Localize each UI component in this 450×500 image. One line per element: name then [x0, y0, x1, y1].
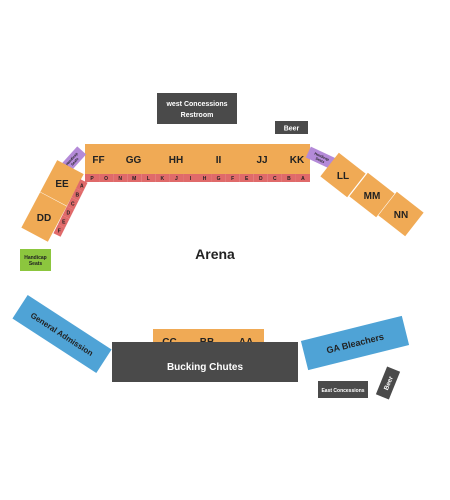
ada-right-label-1: Handicap: [314, 151, 330, 161]
section-JJ-label: JJ: [256, 155, 267, 166]
top-row-D[interactable]: D: [253, 174, 268, 182]
section-DD-label: DD: [37, 213, 51, 224]
section-LL[interactable]: LL: [320, 152, 366, 198]
west-concessions-restroom[interactable]: west Concessions Restroom: [157, 93, 237, 124]
left-row-E-label: E: [62, 219, 66, 225]
beer-top-label: Beer: [284, 126, 300, 133]
section-DD[interactable]: DD: [21, 192, 67, 242]
section-GG[interactable]: GG: [112, 144, 155, 174]
left-row-F[interactable]: F: [53, 224, 66, 237]
east-concessions-label: East Concessions: [321, 388, 364, 394]
top-row-N-label: N: [118, 176, 122, 182]
top-row-C-label: C: [273, 176, 277, 182]
left-row-D[interactable]: D: [62, 206, 75, 219]
section-HH[interactable]: HH: [155, 144, 197, 174]
section-KK[interactable]: KK: [284, 144, 310, 174]
left-row-A[interactable]: A: [75, 179, 88, 192]
top-row-J-label: J: [175, 176, 178, 182]
section-FF[interactable]: FF: [85, 144, 112, 174]
section-JJ[interactable]: JJ: [240, 144, 284, 174]
top-row-N[interactable]: N: [113, 174, 128, 182]
left-row-B-label: B: [75, 192, 79, 198]
section-II-label: II: [216, 155, 222, 166]
top-row-L[interactable]: L: [141, 174, 156, 182]
beer-stand-top[interactable]: Beer: [275, 121, 308, 134]
handicap-seats[interactable]: Handicap Seats: [20, 249, 51, 271]
top-row-I[interactable]: I: [183, 174, 198, 182]
left-row-D-label: D: [66, 210, 70, 216]
ada-right-label-2: Seats: [315, 156, 325, 164]
section-NN[interactable]: NN: [378, 191, 424, 237]
west-concessions-label: west Concessions: [165, 101, 227, 108]
restroom-label: Restroom: [181, 112, 214, 119]
ga-bleachers[interactable]: GA Bleachers: [300, 315, 410, 371]
top-sections: FF GG HH II JJ KK: [85, 144, 310, 174]
top-row-D-label: D: [259, 176, 263, 182]
arena-label: Arena: [195, 246, 235, 262]
top-row-O[interactable]: O: [99, 174, 114, 182]
top-row-A[interactable]: A: [295, 174, 310, 182]
section-NN-label: NN: [394, 210, 408, 221]
top-row-O-label: O: [104, 176, 108, 182]
top-row-K-label: K: [161, 176, 165, 182]
bucking-chutes[interactable]: Bucking Chutes: [112, 342, 298, 382]
top-row-E-label: E: [245, 176, 249, 182]
top-row-B-label: B: [287, 176, 291, 182]
section-KK-label: KK: [290, 155, 305, 166]
top-row-P-label: P: [90, 176, 94, 182]
beer-stand-bottom[interactable]: Beer: [375, 366, 401, 400]
top-row-G-label: G: [217, 176, 221, 182]
left-row-B[interactable]: B: [71, 188, 84, 201]
ada-left-label-2: Seats: [70, 157, 79, 167]
top-row-E[interactable]: E: [239, 174, 254, 182]
handicap-label-1: Handicap: [24, 255, 47, 261]
top-row-K[interactable]: K: [155, 174, 170, 182]
top-row-I-label: I: [190, 176, 192, 182]
section-MM[interactable]: MM: [349, 172, 395, 218]
top-row-L-label: L: [147, 176, 150, 182]
left-row-A-label: A: [80, 183, 84, 189]
ada-seats-right[interactable]: Handicap Seats: [305, 146, 337, 170]
east-concessions[interactable]: East Concessions: [318, 381, 368, 398]
top-row-J[interactable]: J: [169, 174, 184, 182]
section-GG-label: GG: [126, 155, 142, 166]
top-row-F-label: F: [231, 176, 234, 182]
top-row-P[interactable]: P: [85, 174, 100, 182]
top-row-C[interactable]: C: [267, 174, 282, 182]
left-row-C-label: C: [71, 201, 75, 207]
section-MM-label: MM: [364, 191, 381, 202]
section-FF-label: FF: [92, 155, 104, 166]
top-row-M[interactable]: M: [127, 174, 142, 182]
top-row-B[interactable]: B: [281, 174, 296, 182]
left-row-E[interactable]: E: [57, 215, 70, 228]
section-EE-label: EE: [55, 179, 69, 190]
left-row-F-label: F: [58, 228, 61, 234]
bucking-chutes-label: Bucking Chutes: [167, 362, 244, 373]
top-row-G[interactable]: G: [211, 174, 226, 182]
section-HH-label: HH: [169, 155, 183, 166]
section-LL-label: LL: [337, 171, 349, 182]
handicap-label-2: Seats: [29, 261, 43, 267]
top-row-A-label: A: [301, 176, 305, 182]
left-row-C[interactable]: C: [66, 197, 79, 210]
top-row-H[interactable]: H: [197, 174, 212, 182]
top-row-M-label: M: [132, 176, 136, 182]
top-row-F[interactable]: F: [225, 174, 240, 182]
top-row-H-label: H: [203, 176, 207, 182]
general-admission[interactable]: General Admission: [12, 295, 112, 373]
section-II[interactable]: II: [197, 144, 240, 174]
